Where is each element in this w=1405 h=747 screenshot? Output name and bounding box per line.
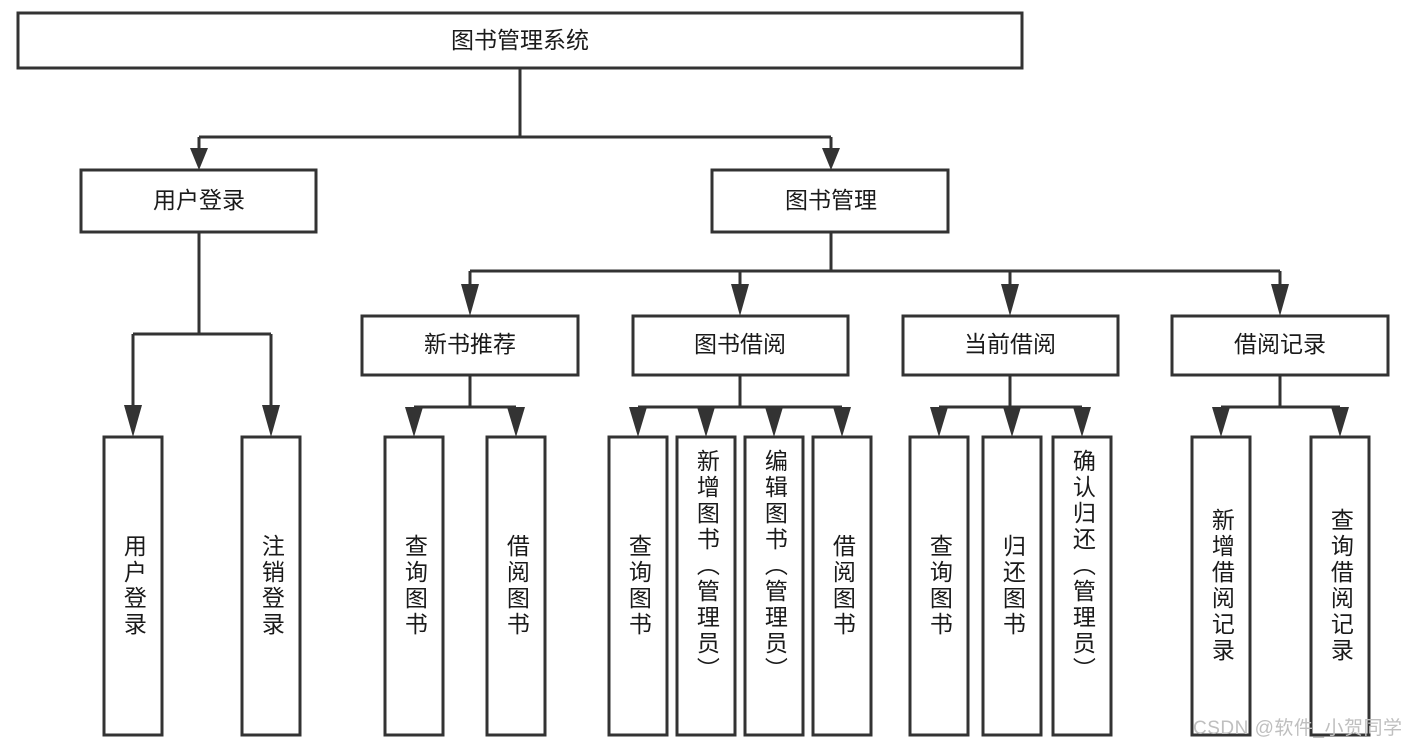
- arrow-head-current-borrow: [1001, 284, 1019, 316]
- arrow-head-leaf-user-login: [124, 405, 142, 437]
- node-box-leaf-confirm-return[interactable]: [1051, 435, 1113, 737]
- node-box-root[interactable]: [16, 11, 1024, 70]
- arrow-head-leaf-query-book-current: [930, 407, 948, 437]
- arrow-head-leaf-add-book: [697, 407, 715, 437]
- arrow-head-leaf-confirm-return: [1073, 407, 1091, 437]
- node-label-user-login: 用户登录: [153, 187, 245, 213]
- arrow-head-leaf-add-record: [1212, 407, 1230, 437]
- node-box-current-borrow[interactable]: [901, 314, 1120, 377]
- arrow-head-leaf-return-book: [1003, 407, 1021, 437]
- node-box-user-login[interactable]: [79, 168, 318, 234]
- arrow-head-book-management: [822, 148, 840, 170]
- arrow-head-leaf-borrow-book-rec: [507, 407, 525, 437]
- node-box-book-borrow[interactable]: [631, 314, 850, 377]
- node-box-leaf-return-book[interactable]: [981, 435, 1043, 737]
- node-label-book-management: 图书管理: [785, 187, 877, 213]
- arrow-head-user-login: [190, 148, 208, 170]
- node-box-leaf-query-record[interactable]: [1309, 435, 1371, 737]
- node-box-leaf-borrow-book-rec[interactable]: [485, 435, 547, 737]
- arrow-head-leaf-logout: [262, 405, 280, 437]
- node-box-book-management[interactable]: [710, 168, 950, 234]
- node-box-leaf-edit-book[interactable]: [743, 435, 805, 737]
- node-box-leaf-add-book[interactable]: [675, 435, 737, 737]
- arrow-head-new-book-recommend: [461, 284, 479, 316]
- csdn-watermark: CSDN @软件_小贺同学: [1193, 718, 1403, 739]
- arrow-head-leaf-edit-book: [765, 407, 783, 437]
- arrow-head-leaf-query-book-rec: [405, 407, 423, 437]
- node-box-leaf-logout[interactable]: [240, 435, 302, 737]
- arrow-head-borrow-records: [1271, 284, 1289, 316]
- node-label-new-book-recommend: 新书推荐: [424, 331, 516, 357]
- node-label-current-borrow: 当前借阅: [964, 331, 1056, 357]
- arrow-head-leaf-query-book-borrow: [629, 407, 647, 437]
- node-label-book-borrow: 图书借阅: [694, 331, 786, 357]
- node-box-leaf-borrow-book[interactable]: [811, 435, 873, 737]
- node-layer: 图书管理系统 用户登录 图书管理 新书推荐 图书借阅 当前借阅 借阅记录: [16, 11, 1390, 377]
- node-box-leaf-add-record[interactable]: [1190, 435, 1252, 737]
- node-box-leaf-query-book-current[interactable]: [908, 435, 970, 737]
- leaf-layer: [102, 435, 1371, 737]
- arrow-head-leaf-query-record: [1331, 407, 1349, 437]
- arrow-head-book-borrow: [731, 284, 749, 316]
- node-label-borrow-records: 借阅记录: [1234, 331, 1326, 357]
- arrow-head-leaf-borrow-book: [833, 407, 851, 437]
- node-box-borrow-records[interactable]: [1170, 314, 1390, 377]
- node-box-leaf-user-login[interactable]: [102, 435, 164, 737]
- node-box-leaf-query-book-borrow[interactable]: [607, 435, 669, 737]
- node-box-new-book-recommend[interactable]: [360, 314, 580, 377]
- connector-layer: [124, 68, 1349, 437]
- node-box-leaf-query-book-rec[interactable]: [383, 435, 445, 737]
- node-label-root: 图书管理系统: [451, 27, 589, 53]
